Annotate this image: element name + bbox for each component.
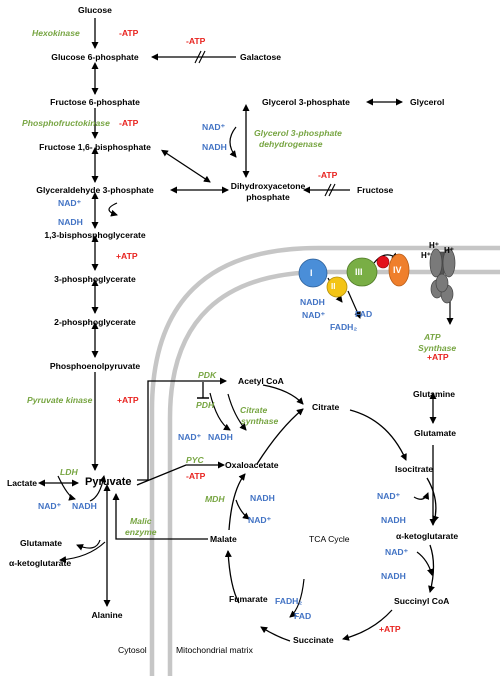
fructose-6-phosphate-label: Fructose 6-phosphate [50, 97, 140, 107]
inner-mitochondrial-membrane [167, 269, 500, 676]
3-phosphoglycerate-label: 3-phosphoglycerate [54, 274, 136, 284]
complex-IV-label: IV [393, 265, 402, 275]
oxaloacetate-label: Oxaloacetate [225, 460, 279, 470]
citrate-synthase-label-line2: synthase [241, 416, 279, 426]
glycerol-3-phosphate-label: Glycerol 3-phosphate [262, 97, 350, 107]
akgdh-nad-plus: NAD⁺ [385, 547, 409, 557]
succinyl-coa-atp-gain: +ATP [379, 624, 401, 634]
galactose-atp-cost: -ATP [186, 36, 206, 46]
bisphosphoglycerate-label: 1,3-bisphosphoglycerate [44, 230, 146, 240]
fructose-atp-cost: -ATP [318, 170, 338, 180]
mdh-nadh: NADH [250, 493, 275, 503]
proton-label-3: H⁺ [421, 251, 431, 260]
tca-cycle-label: TCA Cycle [309, 534, 350, 544]
2-phosphoglycerate-label: 2-phosphoglycerate [54, 317, 136, 327]
succinyl-coa-label: Succinyl CoA [394, 596, 450, 606]
cytochrome-c [376, 255, 390, 269]
cytosol-label: Cytosol [118, 645, 147, 655]
fructose-1-6-bisphosphate-label: Fructose 1,6- bisphosphate [39, 142, 151, 152]
malic-enzyme-label-line1: Malic [130, 516, 152, 526]
fumarate-label: Fumarate [229, 594, 268, 604]
complex-II-label: II [331, 282, 336, 291]
electron-transport-chain [298, 248, 456, 304]
dhap-label-line2: phosphate [246, 192, 290, 202]
glucose-6-phosphate-label: Glucose 6-phosphate [51, 52, 139, 62]
glutamine-label: Glutamine [413, 389, 456, 399]
atp-synthase-label-line2: Synthase [418, 343, 457, 353]
g3pdh-nadh: NADH [202, 142, 227, 152]
glutamate-cytosol-label: Glutamate [20, 538, 63, 548]
ldh-nad-plus: NAD⁺ [38, 501, 62, 511]
citrate-synthase-label-line1: Citrate [240, 405, 268, 415]
akgdh-nadh: NADH [381, 571, 406, 581]
phosphofructokinase-label: Phosphofructokinase [22, 118, 110, 128]
malate-label: Malate [210, 534, 237, 544]
glucose-label: Glucose [78, 5, 112, 15]
pyc-atp-cost: -ATP [186, 471, 206, 481]
pdk-label: PDK [198, 370, 217, 380]
malic-enzyme-label-line2: enzyme [125, 527, 157, 537]
mdh-label: MDH [205, 494, 225, 504]
g3pdh-label-line2: dehydrogenase [259, 139, 323, 149]
pgk-atp-gain: +ATP [116, 251, 138, 261]
etc-fad: FAD [355, 309, 373, 319]
idh-nad-plus: NAD⁺ [377, 491, 401, 501]
pyruvate-label: Pyruvate [85, 476, 132, 488]
acetyl-coa-label: Acetyl CoA [238, 376, 284, 386]
complex-IV [388, 253, 410, 287]
complex-I-label: I [310, 268, 313, 278]
ldh-nadh: NADH [72, 501, 97, 511]
succinate-label: Succinate [293, 635, 334, 645]
gapdh-nadh: NADH [58, 217, 83, 227]
pfk-atp-cost: -ATP [119, 118, 139, 128]
ldh-label: LDH [60, 467, 78, 477]
hexokinase-atp-cost: -ATP [119, 28, 139, 38]
pdh-nadh: NADH [208, 432, 233, 442]
pyruvate-kinase-label: Pyruvate kinase [27, 395, 93, 405]
pdh-label: PDH [196, 400, 215, 410]
hexokinase-label: Hexokinase [32, 28, 80, 38]
g3pdh-label-line1: Glycerol 3-phosphate [254, 128, 342, 138]
alpha-ketoglutarate-mito-label: α-ketoglutarate [396, 531, 459, 541]
etc-nad-plus: NAD⁺ [302, 310, 326, 320]
glyceraldehyde-3-phosphate-label: Glyceraldehyde 3-phosphate [36, 185, 154, 195]
pk-atp-gain: +ATP [117, 395, 139, 405]
proton-label-1: H⁺ [429, 241, 439, 250]
atp-synthase [429, 248, 456, 304]
idh-nadh: NADH [381, 515, 406, 525]
complex-III [346, 257, 378, 287]
sdh-fadh2: FADH₂ [275, 596, 303, 606]
pyc-label: PYC [186, 455, 204, 465]
mdh-nad-plus: NAD⁺ [248, 515, 272, 525]
galactose-label: Galactose [240, 52, 282, 62]
lactate-label: Lactate [7, 478, 38, 488]
gapdh-nad-plus: NAD⁺ [58, 198, 82, 208]
alpha-ketoglutarate-cytosol-label: α-ketoglutarate [9, 558, 72, 568]
fructose-label: Fructose [357, 185, 394, 195]
complex-II [326, 276, 348, 298]
sdh-fad: FAD [294, 611, 312, 621]
citrate-label: Citrate [312, 402, 340, 412]
complex-III-label: III [355, 267, 363, 277]
dhap-label-line1: Dihydroxyacetone [230, 181, 306, 191]
etc-fadh2: FADH₂ [330, 322, 358, 332]
g3pdh-nad-plus: NAD⁺ [202, 122, 226, 132]
atp-synthase-atp-gain: +ATP [427, 352, 449, 362]
complex-I [298, 258, 328, 288]
pdh-nad-plus: NAD⁺ [178, 432, 202, 442]
isocitrate-label: Isocitrate [395, 464, 434, 474]
proton-label-2: H⁺ [444, 246, 454, 255]
alanine-label: Alanine [91, 610, 123, 620]
mitochondrial-matrix-label: Mitochondrial matrix [176, 645, 253, 655]
glycerol-label: Glycerol [410, 97, 445, 107]
atp-synthase-label-line1: ATP [424, 332, 441, 342]
glutamate-mito-label: Glutamate [414, 428, 457, 438]
phosphoenolpyruvate-label: Phosphoenolpyruvate [49, 361, 141, 371]
etc-nadh: NADH [300, 297, 325, 307]
